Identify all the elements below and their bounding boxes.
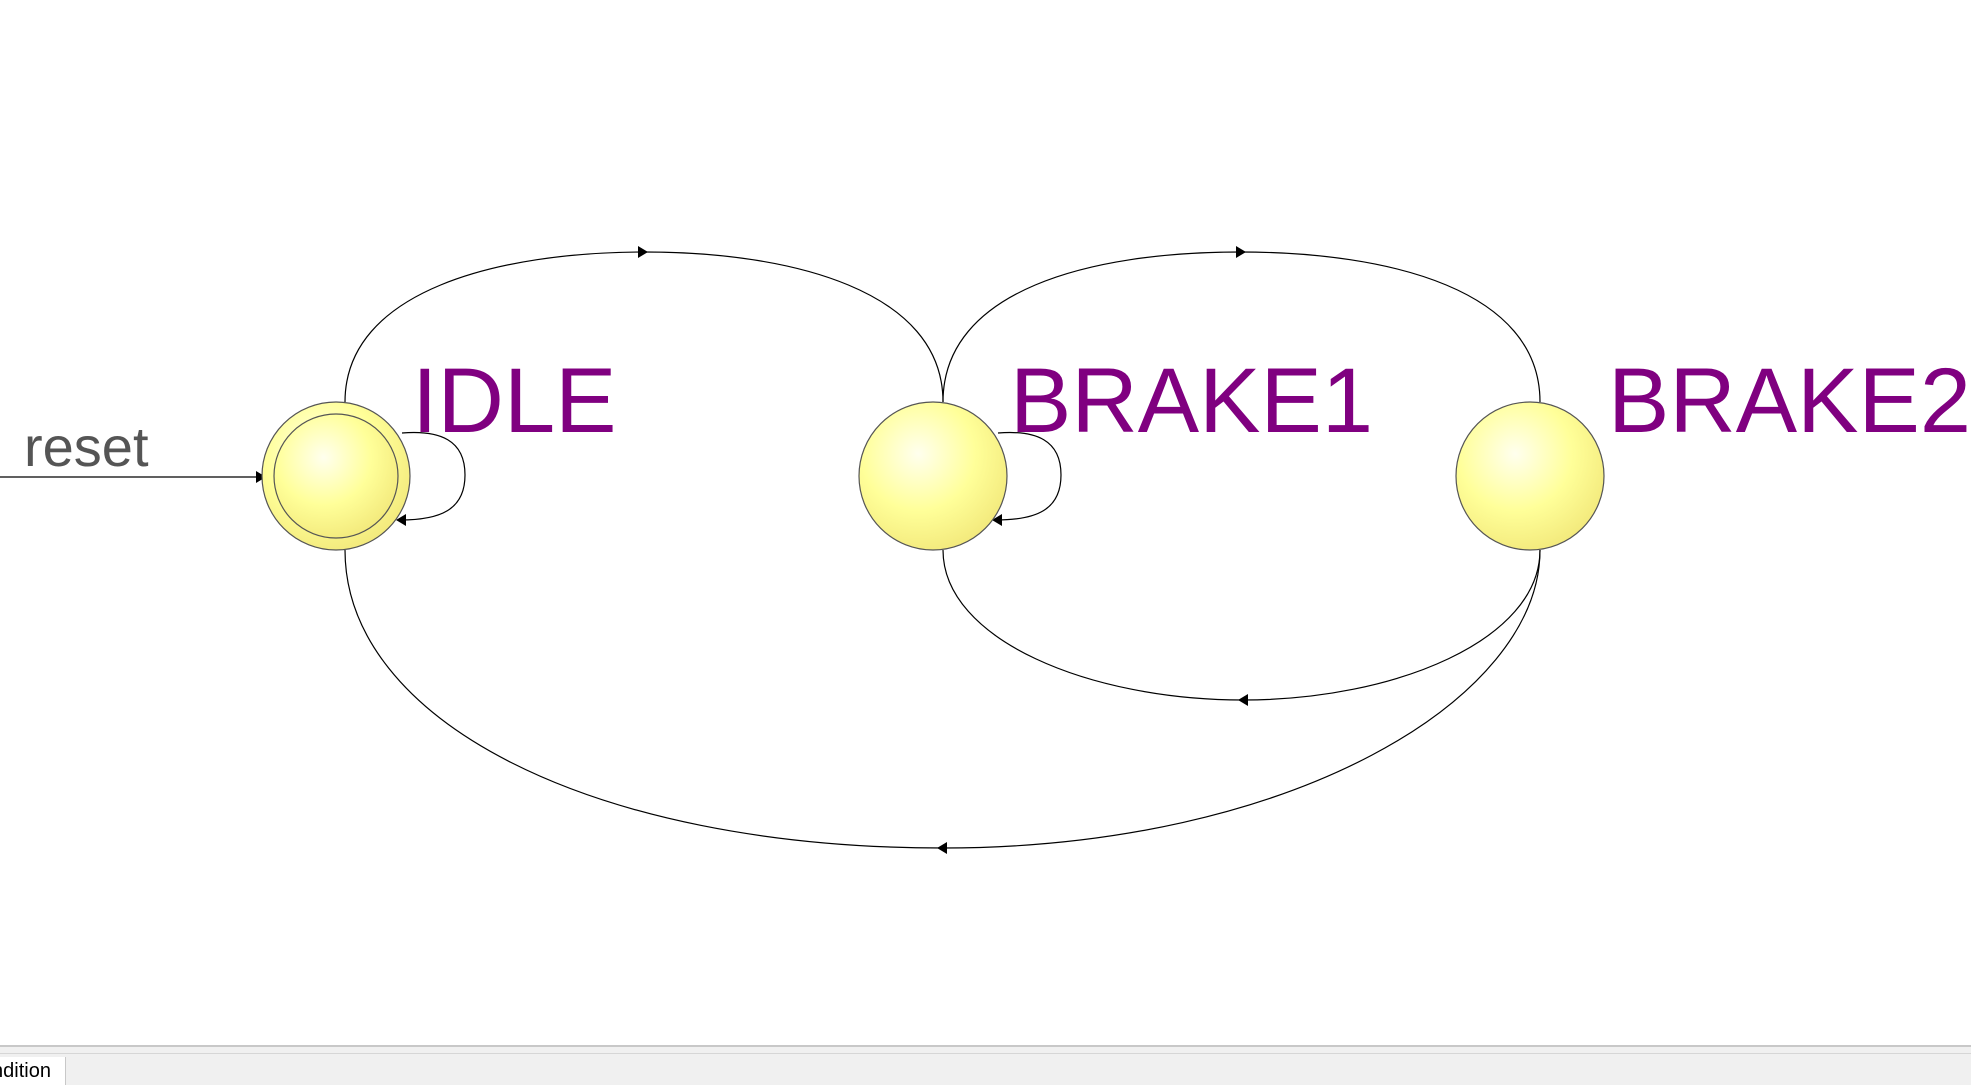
transition-brake1-to-brake2[interactable] [942,246,1541,403]
tab-bar-divider [0,1053,1971,1054]
arrowhead-icon [1236,246,1246,258]
state-diagram-canvas[interactable]: reset IDLE BRAKE1 BRAKE2 [0,0,1971,1045]
arrowhead-icon [256,471,266,483]
state-brake1[interactable]: BRAKE1 [858,350,1373,551]
state-idle[interactable]: IDLE [261,350,617,551]
arrowhead-icon [937,842,947,854]
reset-label: reset [24,415,149,478]
transition-brake1-self-loop[interactable] [992,431,1062,526]
transition-idle-to-brake1[interactable] [344,246,944,403]
state-label-brake2: BRAKE2 [1608,350,1971,452]
initial-transition-reset[interactable]: reset [0,415,266,483]
arrowhead-icon [1238,694,1248,706]
arrowhead-icon [396,514,406,526]
bottom-tab-bar: ndition [0,1045,1971,1085]
transition-brake2-to-idle[interactable] [344,549,1541,854]
transition-idle-self-loop[interactable] [396,431,466,526]
state-label-brake1: BRAKE1 [1010,350,1373,452]
tab-condition-label: ndition [0,1060,51,1082]
transition-brake2-to-brake1[interactable] [942,549,1541,706]
state-diagram: reset IDLE BRAKE1 BRAKE2 [0,246,1971,854]
arrowhead-icon [992,514,1002,526]
tab-condition[interactable]: ndition [0,1057,66,1085]
state-label-idle: IDLE [412,350,617,452]
arrowhead-icon [638,246,648,258]
state-brake2[interactable]: BRAKE2 [1455,350,1971,551]
